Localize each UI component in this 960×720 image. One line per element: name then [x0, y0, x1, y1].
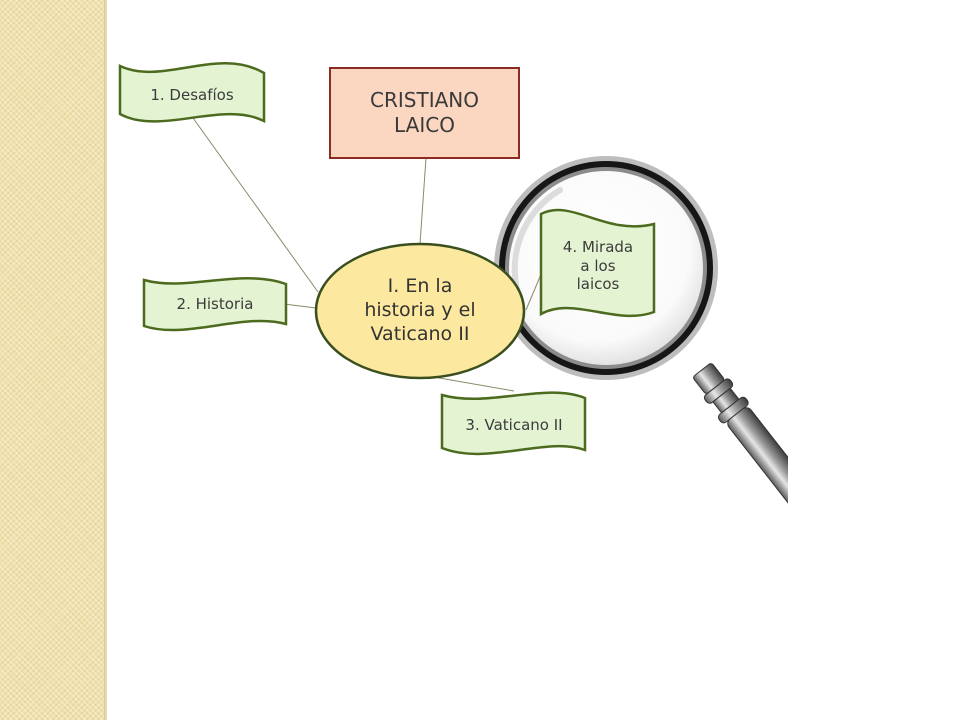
- mirada-line-2: a los: [580, 256, 616, 275]
- sidebar-divider: [104, 0, 107, 720]
- center-line-3: Vaticano II: [370, 322, 470, 345]
- magnifying-glass-icon: [494, 156, 788, 508]
- connector-lines: [192, 117, 543, 392]
- center-ellipse: [314, 242, 526, 380]
- banner-desafios: [118, 62, 266, 124]
- branch-label-vaticano: 3. Vaticano II: [444, 408, 584, 442]
- banner-vaticano: [440, 391, 587, 456]
- mirada-line-3: laicos: [576, 275, 620, 294]
- center-line-1: I. En la: [387, 275, 453, 298]
- title-box-label: CRISTIANO LAICO: [330, 68, 519, 158]
- decorative-sidebar: [0, 0, 104, 720]
- title-box: [329, 67, 520, 159]
- center-node-label: I. En la historia y el Vaticano II: [324, 256, 516, 366]
- banner-mirada: [539, 208, 656, 318]
- branch-historia-text: 2. Historia: [176, 294, 254, 313]
- connector-desafios: [192, 117, 319, 293]
- title-line-1: CRISTIANO: [370, 88, 479, 112]
- connector-title-center: [419, 157, 427, 245]
- mirada-line-1: 4. Mirada: [562, 237, 634, 256]
- branch-desafios-text: 1. Desafíos: [150, 85, 234, 104]
- connector-vaticano: [427, 375, 515, 392]
- connector-historia: [283, 303, 317, 309]
- banner-historia: [142, 277, 288, 332]
- branch-vaticano-text: 3. Vaticano II: [465, 415, 563, 434]
- branch-label-mirada: 4. Mirada a los laicos: [543, 224, 653, 308]
- branch-label-historia: 2. Historia: [146, 288, 284, 320]
- connector-mirada: [525, 271, 543, 311]
- center-line-2: historia y el: [364, 299, 476, 322]
- branch-label-desafios: 1. Desafíos: [122, 78, 262, 112]
- title-line-2: LAICO: [394, 113, 455, 137]
